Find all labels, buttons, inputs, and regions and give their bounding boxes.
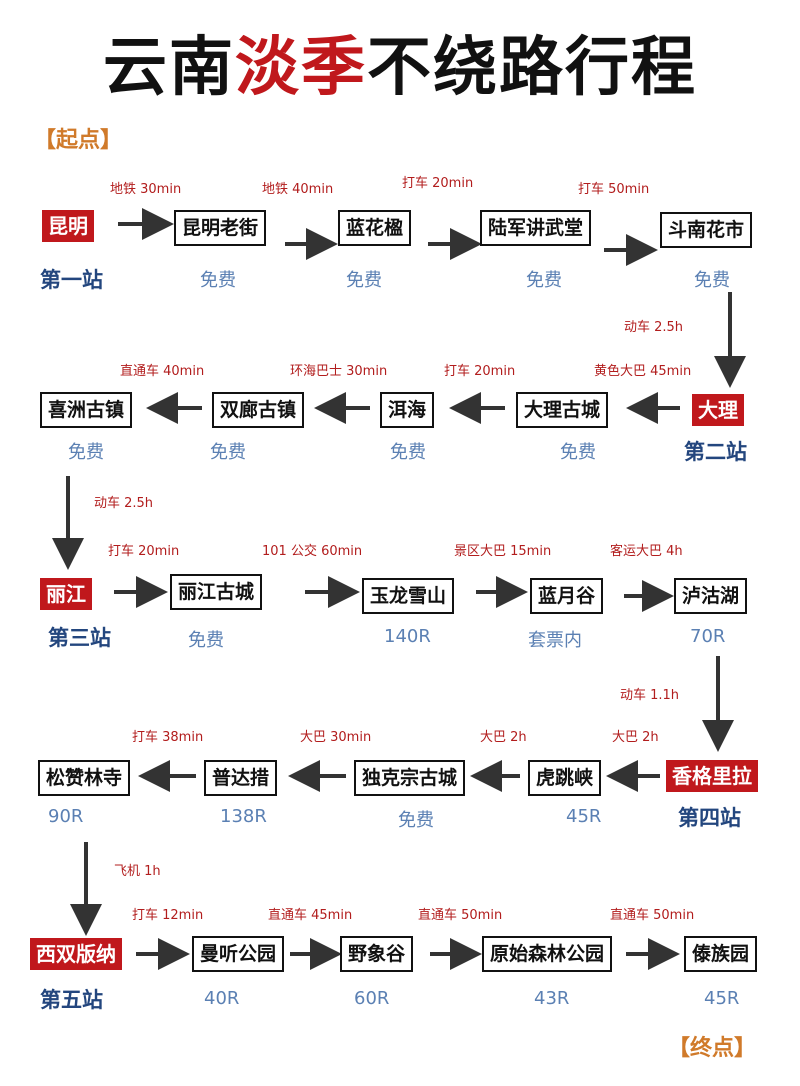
- transport-label: 直通车 40min: [120, 364, 205, 379]
- station-label-3: 第三站: [48, 626, 111, 650]
- transport-label: 大巴 2h: [612, 730, 659, 745]
- spot-box: 野象谷: [340, 936, 414, 972]
- transport-label: 打车 20min: [108, 544, 180, 559]
- price-label: 免费: [526, 270, 562, 291]
- price-label: 40R: [204, 988, 240, 1009]
- transport-label: 景区大巴 15min: [454, 544, 552, 559]
- price-label: 90R: [48, 806, 84, 827]
- transport-label: 直通车 50min: [418, 908, 503, 923]
- transport-label: 打车 50min: [578, 182, 650, 197]
- transport-label: 环海巴士 30min: [290, 364, 388, 379]
- price-label: 免费: [210, 442, 246, 463]
- station-label-5: 第五站: [40, 988, 103, 1012]
- spot-box: 泸沽湖: [674, 578, 748, 614]
- price-label: 免费: [200, 270, 236, 291]
- city-dali: 大理: [692, 394, 744, 426]
- city-shangri-la: 香格里拉: [666, 760, 758, 792]
- spot-box: 傣族园: [684, 936, 758, 972]
- transport-label: 动车 2.5h: [94, 496, 154, 511]
- spot-box: 陆军讲武堂: [480, 210, 592, 246]
- transport-label: 打车 12min: [132, 908, 204, 923]
- spot-box: 蓝花楹: [338, 210, 412, 246]
- price-label: 套票内: [528, 630, 582, 651]
- transport-label: 飞机 1h: [114, 864, 161, 879]
- spot-box: 昆明老街: [174, 210, 267, 246]
- transport-label: 黄色大巴 45min: [594, 364, 692, 379]
- transport-label: 动车 2.5h: [624, 320, 684, 335]
- transport-label: 地铁 30min: [110, 182, 182, 197]
- spot-box: 虎跳峡: [528, 760, 602, 796]
- price-label: 免费: [694, 270, 730, 291]
- spot-box: 独克宗古城: [354, 760, 466, 796]
- spot-box: 玉龙雪山: [362, 578, 455, 614]
- station-label-2: 第二站: [684, 440, 747, 464]
- city-lijiang: 丽江: [40, 578, 92, 610]
- price-label: 138R: [220, 806, 267, 827]
- city-kunming: 昆明: [42, 210, 94, 242]
- price-label: 43R: [534, 988, 570, 1009]
- price-label: 60R: [354, 988, 390, 1009]
- transport-label: 直通车 45min: [268, 908, 353, 923]
- transport-label: 打车 20min: [444, 364, 516, 379]
- transport-label: 直通车 50min: [610, 908, 695, 923]
- spot-box: 普达措: [204, 760, 278, 796]
- price-label: 70R: [690, 626, 726, 647]
- spot-box: 曼听公园: [192, 936, 285, 972]
- transport-label: 地铁 40min: [262, 182, 334, 197]
- transport-label: 客运大巴 4h: [610, 544, 683, 559]
- title-part1: 云南: [103, 31, 235, 105]
- station-label-4: 第四站: [678, 806, 741, 830]
- price-label: 45R: [704, 988, 740, 1009]
- transport-label: 打车 20min: [402, 176, 474, 191]
- page-title: 云南淡季不绕路行程: [0, 28, 800, 108]
- price-label: 免费: [188, 630, 224, 651]
- transport-label: 打车 38min: [132, 730, 204, 745]
- city-xishuangbanna: 西双版纳: [30, 938, 122, 970]
- price-label: 45R: [566, 806, 602, 827]
- spot-box: 蓝月谷: [530, 578, 604, 614]
- end-label: 【终点】: [668, 1036, 757, 1061]
- spot-box: 大理古城: [516, 392, 609, 428]
- title-highlight: 淡季: [235, 31, 367, 105]
- transport-label: 101 公交 60min: [262, 544, 363, 559]
- price-label: 免费: [560, 442, 596, 463]
- spot-box: 双廊古镇: [212, 392, 305, 428]
- spot-box: 原始森林公园: [482, 936, 613, 972]
- price-label: 免费: [68, 442, 104, 463]
- spot-box: 洱海: [380, 392, 435, 428]
- station-label-1: 第一站: [40, 268, 103, 292]
- price-label: 免费: [346, 270, 382, 291]
- title-part2: 不绕路行程: [367, 31, 697, 105]
- spot-box: 丽江古城: [170, 574, 263, 610]
- spot-box: 松赞林寺: [38, 760, 131, 796]
- spot-box: 喜洲古镇: [40, 392, 133, 428]
- transport-label: 动车 1.1h: [620, 688, 680, 703]
- price-label: 免费: [398, 810, 434, 831]
- transport-label: 大巴 2h: [480, 730, 527, 745]
- price-label: 140R: [384, 626, 431, 647]
- price-label: 免费: [390, 442, 426, 463]
- start-label: 【起点】: [34, 128, 123, 153]
- spot-box: 斗南花市: [660, 212, 753, 248]
- transport-label: 大巴 30min: [300, 730, 372, 745]
